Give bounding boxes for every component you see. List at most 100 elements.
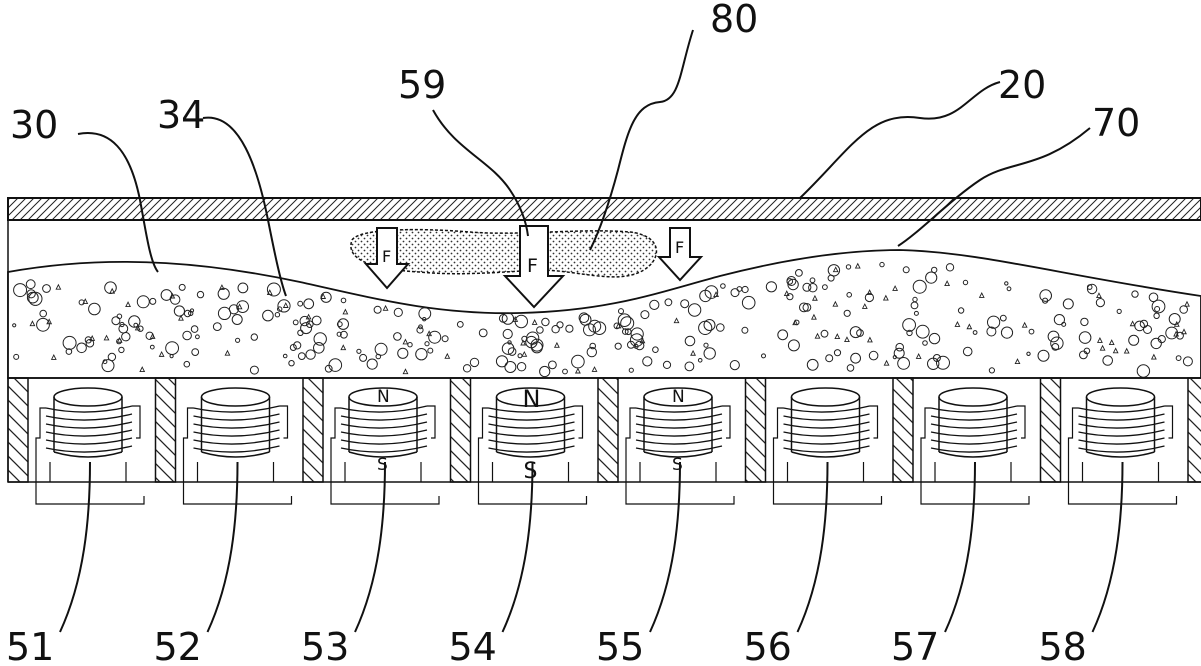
gel-particle xyxy=(617,313,632,328)
gel-particle xyxy=(799,302,809,313)
label-coil-51: 51 xyxy=(6,625,54,666)
leader-gel xyxy=(77,132,159,273)
gel-particle xyxy=(236,300,250,314)
gel-particle xyxy=(822,284,828,291)
gel-particle xyxy=(340,297,347,304)
gel-particle xyxy=(1050,336,1064,350)
gel-particle xyxy=(1173,320,1180,327)
gel-particle xyxy=(716,323,725,332)
gel-particle xyxy=(662,360,672,369)
gel-particle xyxy=(217,306,232,320)
gel-particle xyxy=(957,307,965,314)
gel-particle xyxy=(25,279,36,290)
coil-winding xyxy=(1078,445,1165,453)
gel-particle xyxy=(13,283,28,298)
gel-particle xyxy=(502,328,513,340)
gel-particle xyxy=(786,276,797,286)
label-force-arrow: 59 xyxy=(398,63,446,107)
gel-particle xyxy=(441,335,449,343)
gel-particle xyxy=(521,350,528,357)
gel-particle xyxy=(235,337,241,343)
gel-particle xyxy=(827,264,841,277)
gel-particle xyxy=(530,338,544,352)
leader-plate xyxy=(799,81,1001,199)
gel-particle xyxy=(866,289,873,296)
label-object: 80 xyxy=(710,0,758,41)
coil-53: NS xyxy=(302,377,440,633)
gel-particle xyxy=(703,319,716,331)
coil-lead xyxy=(920,407,1030,505)
gel-particle xyxy=(160,289,173,301)
pole-north-53: N xyxy=(377,387,390,407)
gel-particle xyxy=(173,305,185,317)
coil-separator xyxy=(449,377,472,483)
gel-particle xyxy=(29,320,36,327)
coil-core-top xyxy=(200,387,271,407)
leader-surface xyxy=(897,127,1091,247)
gel-particle xyxy=(697,358,703,363)
gel-particle xyxy=(913,310,919,316)
gel-particle xyxy=(1150,353,1157,360)
gel-particle xyxy=(729,360,740,371)
gel-particle xyxy=(809,277,816,284)
coil-winding xyxy=(488,405,575,413)
leader-object xyxy=(589,29,694,251)
gel-particle xyxy=(320,293,327,299)
coil-separator xyxy=(1039,377,1062,483)
gel-particle xyxy=(850,352,861,364)
gel-particle xyxy=(88,302,101,316)
coil-core-top xyxy=(53,387,123,407)
gel-particle xyxy=(849,326,862,339)
coil-winding xyxy=(193,437,280,445)
gel-particle xyxy=(320,291,332,303)
gel-particle xyxy=(613,322,621,330)
gel-particle xyxy=(845,264,852,270)
gel-particle xyxy=(628,367,634,373)
force-arrow-right: F xyxy=(656,227,704,282)
gel-particle xyxy=(149,333,156,339)
gel-particle xyxy=(988,367,996,374)
coil-winding xyxy=(488,445,575,453)
gel-particle xyxy=(196,290,205,299)
gel-particle xyxy=(936,355,950,370)
coil-winding xyxy=(783,413,870,421)
gel-particle xyxy=(844,336,850,343)
gel-particle xyxy=(592,321,607,336)
particle-field xyxy=(12,261,1193,378)
coil-winding xyxy=(193,445,280,453)
gel-particle xyxy=(1021,321,1028,328)
label-coil-53: 53 xyxy=(301,625,349,666)
object-blob xyxy=(350,228,658,278)
gel-particle xyxy=(684,361,695,372)
coil-winding xyxy=(930,421,1018,429)
gel-particle xyxy=(618,308,624,315)
gel-particle xyxy=(808,283,818,293)
coil-winding xyxy=(635,429,723,437)
gel-particle xyxy=(1168,313,1181,325)
gel-particle xyxy=(741,295,756,310)
gel-particle xyxy=(562,368,568,375)
coil-winding xyxy=(783,429,870,437)
gel-particle xyxy=(910,301,919,310)
gel-particle xyxy=(125,301,131,307)
gel-particle xyxy=(565,324,574,333)
gel-particle xyxy=(218,284,225,290)
gel-particle xyxy=(556,321,564,329)
coil-separator xyxy=(302,377,324,483)
gel-particle xyxy=(178,283,186,291)
coil-winding xyxy=(1078,421,1165,429)
gel-particle xyxy=(1039,289,1052,302)
gel-particle xyxy=(795,269,803,277)
coil-winding xyxy=(45,421,133,429)
coil-winding xyxy=(193,421,280,429)
gel-particle xyxy=(128,315,141,328)
gel-particle xyxy=(627,340,635,349)
gel-particle xyxy=(879,261,885,268)
gel-particle xyxy=(1134,320,1145,332)
gel-particle xyxy=(811,294,818,301)
coil-winding xyxy=(930,437,1018,445)
gel-particle xyxy=(516,362,527,372)
gel-particle xyxy=(42,284,51,293)
gel-particle xyxy=(1086,283,1098,295)
